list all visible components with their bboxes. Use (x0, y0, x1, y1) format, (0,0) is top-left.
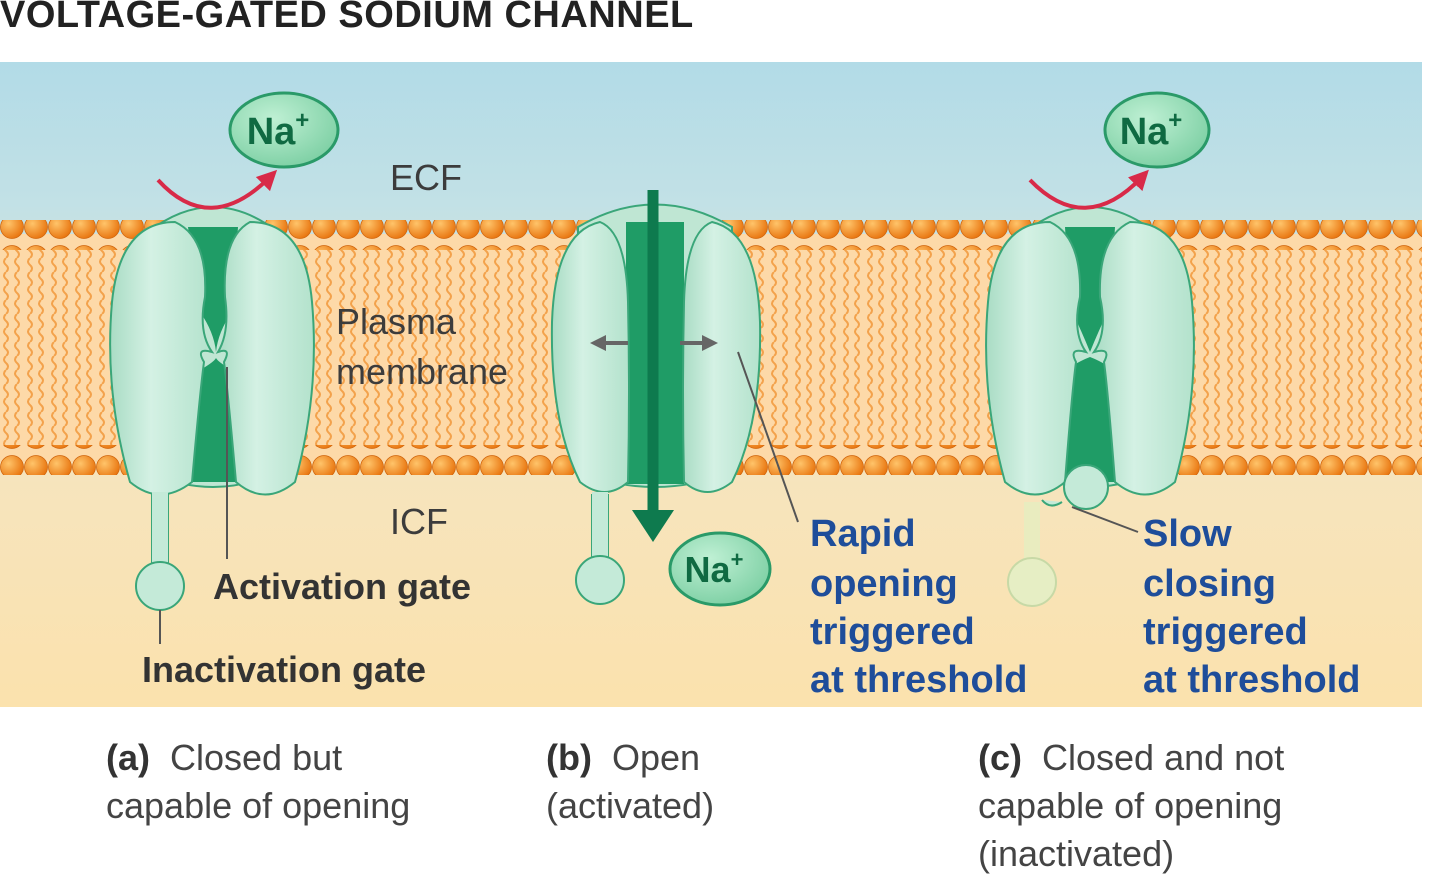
na-ion-a: Na+ (228, 91, 340, 169)
figure-title: VOLTAGE-GATED SODIUM CHANNEL (0, 0, 694, 36)
caption-a-letter: (a) (106, 737, 150, 778)
na-ion-c: Na+ (1103, 91, 1211, 169)
svg-text:Na+: Na+ (685, 547, 744, 590)
svg-text:triggered: triggered (810, 611, 975, 653)
svg-text:Na+: Na+ (1120, 107, 1183, 153)
caption-b-line1: Open (611, 737, 701, 778)
caption-b-line2: (activated) (546, 785, 715, 826)
channel-a (109, 169, 315, 611)
svg-text:at threshold: at threshold (810, 659, 1027, 701)
svg-text:Rapid: Rapid (810, 513, 916, 555)
ecf-label: ECF (390, 157, 462, 198)
caption-c: (c) Closed and not capable of opening (i… (978, 734, 1284, 878)
svg-text:Na+: Na+ (247, 107, 310, 153)
caption-b: (b) Open (activated) (546, 734, 714, 830)
svg-text:triggered: triggered (1143, 611, 1308, 653)
na-ion-b: Na+ (668, 531, 772, 607)
caption-a-line2: capable of opening (106, 785, 411, 826)
svg-text:opening: opening (810, 563, 958, 605)
svg-text:closing: closing (1143, 563, 1276, 605)
sodium-channel-diagram: Na+ Na+ Na+ ECF (0, 62, 1422, 707)
inactivation-gate-label: Inactivation gate (142, 649, 426, 690)
svg-text:at threshold: at threshold (1143, 659, 1360, 701)
caption-c-line1: Closed and not (1042, 737, 1285, 778)
slow-closing-note: Slow closing triggered at threshold (1143, 513, 1360, 701)
membrane-label-line1: Plasma (336, 301, 457, 342)
rapid-opening-note: Rapid opening triggered at threshold (810, 513, 1027, 701)
icf-label: ICF (390, 501, 448, 542)
svg-text:Slow: Slow (1143, 513, 1232, 555)
caption-c-line2: capable of opening (978, 785, 1283, 826)
channel-c (985, 169, 1195, 607)
caption-c-line3: (inactivated) (978, 833, 1175, 874)
membrane-label-line2: membrane (336, 351, 508, 392)
caption-a-line1: Closed but (170, 737, 343, 778)
channel-b (550, 190, 799, 605)
caption-c-letter: (c) (978, 737, 1022, 778)
caption-a: (a) Closed but capable of opening (106, 734, 410, 830)
activation-gate-label: Activation gate (213, 566, 471, 607)
caption-b-letter: (b) (546, 737, 592, 778)
